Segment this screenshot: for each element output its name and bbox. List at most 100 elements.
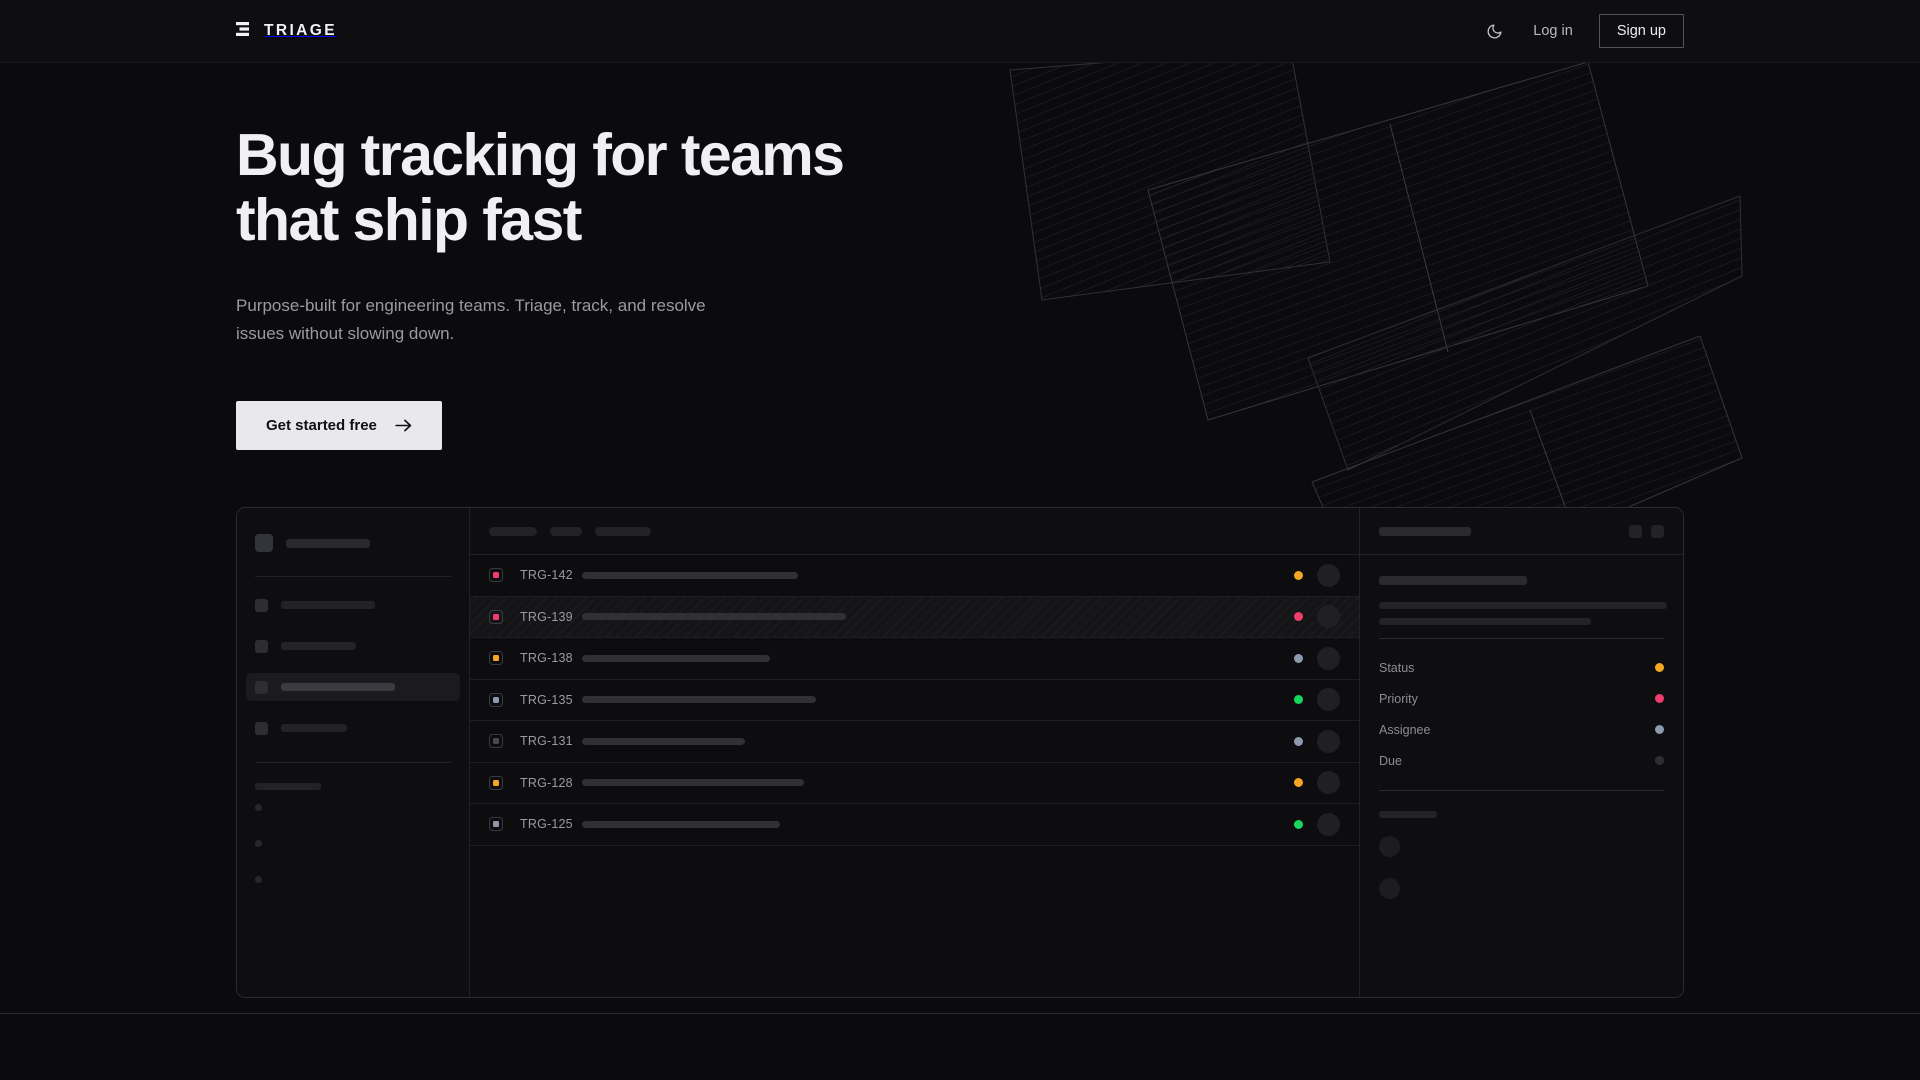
sidebar-project-dot[interactable] [255,804,262,812]
detail-meta-label: Due [1379,753,1402,768]
priority-badge-icon [489,692,503,707]
hero-heading-line-2: that ship fast [236,187,582,254]
toolbar-filter-chip-3[interactable] [595,526,651,536]
sidebar-item-3[interactable] [246,673,460,702]
issue-key: TRG-142 [520,568,573,583]
detail-meta-status[interactable]: Status [1379,652,1664,683]
workspace-name-skeleton [286,538,370,548]
issue-key: TRG-125 [520,817,573,832]
brand-logo[interactable]: TRIAGE [236,21,337,42]
sidebar-item-icon [255,721,268,735]
issue-title-skeleton [582,737,745,745]
detail-divider-2 [1379,790,1664,792]
status-badge [1294,695,1303,705]
sidebar-item-label-skeleton [281,642,356,651]
sidebar-item-label-skeleton [281,683,395,692]
status-badge [1294,653,1303,663]
detail-meta-assignee[interactable]: Assignee [1379,714,1664,745]
hero-subheading: Purpose-built for engineering teams. Tri… [236,295,706,343]
sidebar-item-label-skeleton [281,724,347,733]
priority-badge-icon [489,734,503,749]
sidebar-divider-top [255,576,451,578]
detail-meta-label: Assignee [1379,722,1431,737]
sidebar-item-icon [255,680,268,694]
sidebar-item-1[interactable] [246,591,460,619]
detail-desc-line-1 [1379,602,1667,610]
detail-divider-1 [1379,638,1664,640]
signup-button[interactable]: Sign up [1598,14,1684,48]
issue-list-toolbar [470,508,1359,556]
priority-dot [493,821,499,828]
sidebar-project-dot[interactable] [255,840,262,848]
detail-desc-line-2 [1379,618,1591,626]
issue-title-skeleton [582,571,798,579]
get-started-button[interactable]: Get started free [236,401,442,451]
get-started-label: Get started free [266,417,377,435]
triage-bars-icon [236,21,252,42]
page-title: Bug tracking for teams that ship fast [236,122,996,254]
mockup-sidebar-workspace[interactable] [255,530,451,556]
sidebar-project-dots [255,790,451,884]
sidebar-project-dot[interactable] [255,876,262,884]
issue-key: TRG-128 [520,775,573,790]
avatar[interactable] [1317,688,1340,712]
detail-meta-value-dot [1655,663,1664,673]
status-badge [1294,736,1303,746]
detail-meta-due[interactable]: Due [1379,745,1664,776]
detail-meta-priority[interactable]: Priority [1379,683,1664,714]
avatar[interactable] [1317,729,1340,753]
toolbar-filter-chip-2[interactable] [550,526,582,536]
priority-badge-icon [489,817,503,832]
status-badge [1294,778,1303,788]
table-row[interactable]: TRG-135 [470,680,1359,722]
sidebar-item-icon [255,639,268,653]
table-row[interactable]: TRG-139 [470,596,1359,639]
issue-key: TRG-138 [520,651,573,666]
priority-badge-icon [489,609,503,624]
sidebar-item-4[interactable] [246,714,460,742]
detail-meta-value-dot [1655,725,1664,735]
detail-issue-title-skeleton [1379,576,1527,586]
collapse-panel-button[interactable] [1629,524,1642,538]
top-navbar: TRIAGE Log in Sign up [0,0,1920,63]
sidebar-divider-bottom [255,762,451,764]
issue-title-skeleton [582,613,846,621]
sidebar-item-2[interactable] [246,632,460,660]
nav-actions: Log in Sign up [1481,14,1684,48]
priority-dot [493,655,499,662]
table-row[interactable]: TRG-142 [470,555,1359,597]
avatar[interactable] [1317,563,1340,587]
table-row[interactable]: TRG-128 [470,763,1359,805]
issue-title-skeleton [582,654,770,662]
detail-meta-value-dot [1655,694,1664,704]
status-badge [1294,612,1303,622]
avatar[interactable] [1317,771,1340,795]
status-badge [1294,570,1303,580]
avatar[interactable] [1317,812,1340,836]
table-row[interactable]: TRG-131 [470,721,1359,763]
toolbar-filter-chip-1[interactable] [489,526,537,536]
table-row[interactable]: TRG-125 [470,804,1359,846]
issue-key: TRG-131 [520,734,573,749]
issue-title-skeleton [582,779,804,787]
table-row[interactable]: TRG-138 [470,638,1359,680]
priority-dot [493,613,499,620]
login-link[interactable]: Log in [1533,23,1573,39]
moon-icon[interactable] [1481,18,1507,44]
more-options-button[interactable] [1651,524,1664,538]
avatar[interactable] [1317,646,1340,670]
avatar[interactable] [1317,605,1340,629]
detail-meta-label: Status [1379,660,1415,675]
priority-dot [493,738,499,745]
activity-section-label [1379,811,1437,819]
priority-badge-icon [489,568,503,583]
detail-title-skeleton [1379,526,1471,536]
sidebar-section-label-skeleton [255,783,321,791]
issue-title-skeleton [582,820,780,828]
